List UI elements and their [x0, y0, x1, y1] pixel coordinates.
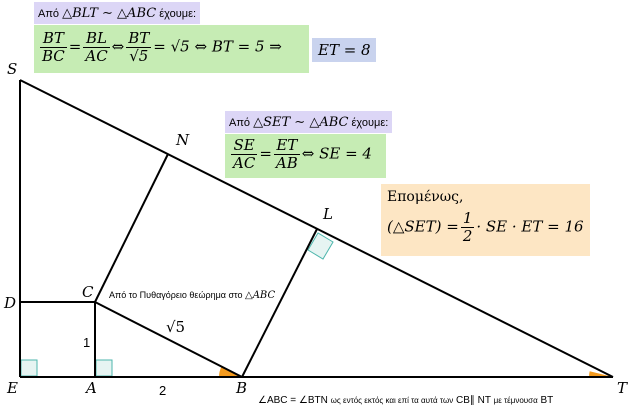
right-angle-marker-E — [20, 359, 38, 377]
label-C: C — [82, 283, 94, 301]
area-rhs: · SE · ET = 16 — [476, 217, 584, 236]
note-similarity-BLT: Από △BLT ∼ △ABC έχουμε: — [34, 2, 201, 24]
pythagoras-text: Από το Πυθαγόρειο θεώρημα στο — [109, 290, 243, 300]
label-L: L — [323, 205, 333, 223]
angle-equality: ∠ABC = ∠BTN — [258, 395, 328, 406]
label-E: E — [7, 379, 18, 397]
length-AB: 2 — [159, 383, 167, 398]
pythagoras-triangle: △ABC — [245, 290, 276, 301]
length-CB: √5 — [166, 318, 186, 336]
note-text: Από — [38, 8, 60, 20]
length-CA: 1 — [83, 335, 91, 350]
transversal: BT — [540, 395, 554, 406]
area-lhs: (△SET) = — [387, 217, 459, 236]
note-similarity: △SET ∼ △ABC — [253, 115, 349, 130]
angle-wedge-T — [589, 371, 613, 377]
note-text: Από — [229, 117, 251, 129]
segment-CB — [94, 301, 243, 378]
fraction-BT-sqrt5: BT√5 — [126, 29, 152, 65]
label-D: D — [4, 294, 17, 312]
note-similarity-SET: Από △SET ∼ △ABC έχουμε: — [225, 111, 393, 133]
result-ET: ET = 8 — [312, 38, 376, 62]
label-A: A — [86, 379, 97, 397]
segment-BL — [241, 228, 318, 378]
equation-tail: ⇔ SE = 4 — [301, 144, 372, 163]
angle-equality-note: ∠ABC = ∠BTN ως εντός εκτός και επί τα αυ… — [258, 395, 553, 406]
iff-sign: ⇔ — [111, 37, 125, 56]
segment-ST — [19, 79, 614, 378]
segment-CN — [94, 153, 169, 303]
label-S: S — [7, 60, 18, 78]
area-title: Επομένως, — [387, 189, 464, 205]
note-text: έχουμε: — [159, 8, 197, 20]
equation-tail: = √5 ⇔ BT = 5 ⇒ — [153, 37, 282, 56]
note-text: έχουμε: — [351, 117, 389, 129]
label-N: N — [176, 131, 190, 149]
note-similarity: △BLT ∼ △ABC — [62, 6, 157, 21]
pythagoras-note: Από το Πυθαγόρειο θεώρημα στο △ABC — [109, 290, 275, 301]
label-B: B — [236, 379, 248, 397]
parallel-lines: CB∥ NT — [455, 395, 491, 406]
equals-sign: = — [259, 144, 272, 163]
equals-sign: = — [68, 37, 82, 56]
angle-note-text: ως εντός εκτός και επί τα αυτά των — [330, 396, 454, 405]
angle-note-text: με τέμνουσα — [493, 396, 538, 405]
right-angle-marker-A — [95, 359, 113, 377]
label-T: T — [617, 379, 628, 397]
right-angle-marker-L — [307, 232, 334, 260]
